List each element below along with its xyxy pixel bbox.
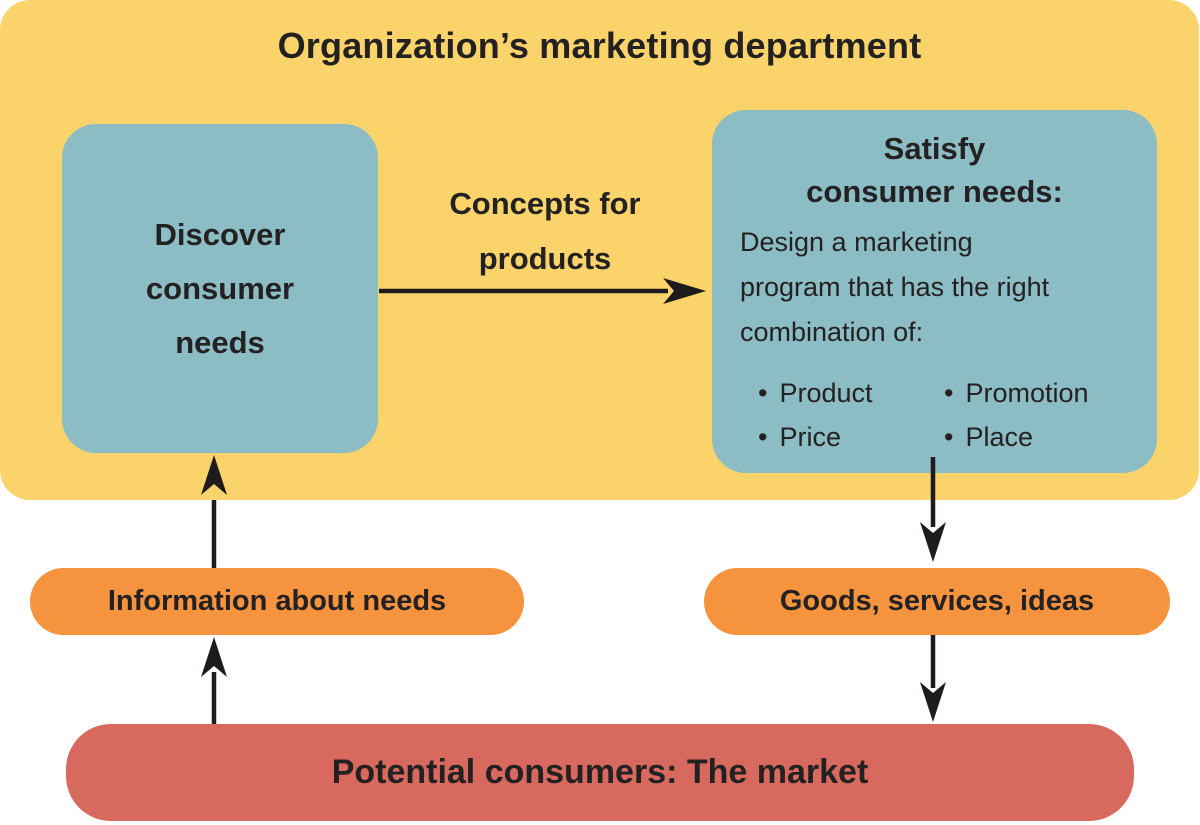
discover-consumer-needs-box: Discover consumer needs	[62, 124, 378, 453]
arrow-down-goods-to-market-icon	[920, 635, 946, 722]
bullet-label-price: Price	[779, 422, 841, 452]
satisfy-heading-line1: Satisfy	[883, 131, 986, 166]
department-title: Organization’s marketing department	[277, 25, 922, 66]
satisfy-heading: Satisfy consumer needs:	[712, 127, 1157, 213]
bullet-item-promotion: • Promotion	[944, 371, 1089, 415]
satisfy-description: Design a marketing program that has the …	[740, 227, 1050, 347]
bullet-icon: •	[758, 422, 768, 452]
arrow-up-market-to-info-icon	[201, 637, 227, 724]
bullet-item-place: • Place	[944, 415, 1089, 459]
bullet-icon: •	[944, 378, 954, 408]
goods-services-ideas-pill: Goods, services, ideas	[704, 568, 1170, 635]
bullet-item-product: • Product	[758, 371, 944, 415]
goods-services-ideas-label: Goods, services, ideas	[779, 585, 1095, 617]
information-about-needs-label: Information about needs	[107, 585, 447, 617]
satisfy-consumer-needs-box: Satisfy consumer needs: Design a marketi…	[712, 110, 1157, 473]
bullet-icon: •	[944, 422, 954, 452]
bullet-label-promotion: Promotion	[965, 378, 1089, 408]
satisfy-heading-line2: consumer needs:	[806, 174, 1063, 209]
potential-consumers-market-label: Potential consumers: The market	[331, 753, 869, 791]
bullet-icon: •	[758, 378, 768, 408]
information-about-needs-pill: Information about needs	[30, 568, 524, 635]
potential-consumers-market-bar: Potential consumers: The market	[66, 724, 1134, 821]
discover-consumer-needs-label: Discover consumer needs	[145, 216, 295, 360]
concepts-for-products-label: Concepts for products	[449, 186, 641, 276]
bullet-label-product: Product	[779, 378, 873, 408]
bullet-label-place: Place	[965, 422, 1033, 452]
bullet-item-price: • Price	[758, 415, 944, 459]
marketing-mix-bullet-list: • Product • Promotion • Price • Place	[758, 371, 1089, 459]
